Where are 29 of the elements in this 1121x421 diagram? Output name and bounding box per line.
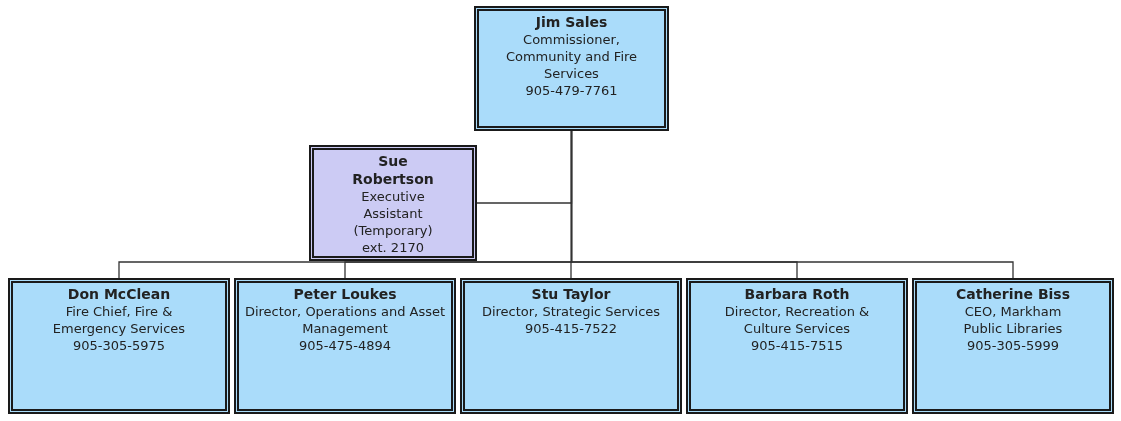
person-name: Catherine Biss [955, 285, 1071, 303]
org-chart-box [686, 278, 908, 414]
org-chart-box [474, 6, 669, 131]
phone-number: 905-305-5999 [966, 337, 1060, 354]
job-title: Fire Chief, Fire & Emergency Services [51, 303, 187, 337]
org-chart-box [309, 145, 477, 261]
phone-number: 905-479-7761 [525, 82, 618, 99]
person-name: Stu Taylor [531, 285, 611, 303]
job-title: CEO, Markham Public Libraries [962, 303, 1064, 337]
org-chart-box [912, 278, 1114, 414]
person-name: Peter Loukes [293, 285, 397, 303]
person-name: Barbara Roth [744, 285, 850, 303]
person-name: Don McClean [67, 285, 171, 303]
job-title: Commissioner, Community and Fire Services [504, 31, 639, 82]
person-name: Sue Robertson [351, 152, 435, 188]
job-title: Director, Strategic Services [481, 303, 661, 320]
org-chart-box [8, 278, 230, 414]
job-title: Executive Assistant (Temporary) [352, 188, 434, 239]
person-name: Jim Sales [535, 13, 608, 31]
connector-line [570, 130, 1014, 279]
phone-number: 905-415-7515 [750, 337, 844, 354]
phone-number: 905-475-4894 [298, 337, 392, 354]
job-title: Director, Recreation & Culture Services [723, 303, 871, 337]
phone-number: 905-415-7522 [524, 320, 618, 337]
phone-number: ext. 2170 [362, 239, 424, 256]
job-title: Director, Operations and Asset Management [243, 303, 447, 337]
org-chart-box [234, 278, 456, 414]
org-chart-box [460, 278, 682, 414]
phone-number: 905-305-5975 [72, 337, 166, 354]
